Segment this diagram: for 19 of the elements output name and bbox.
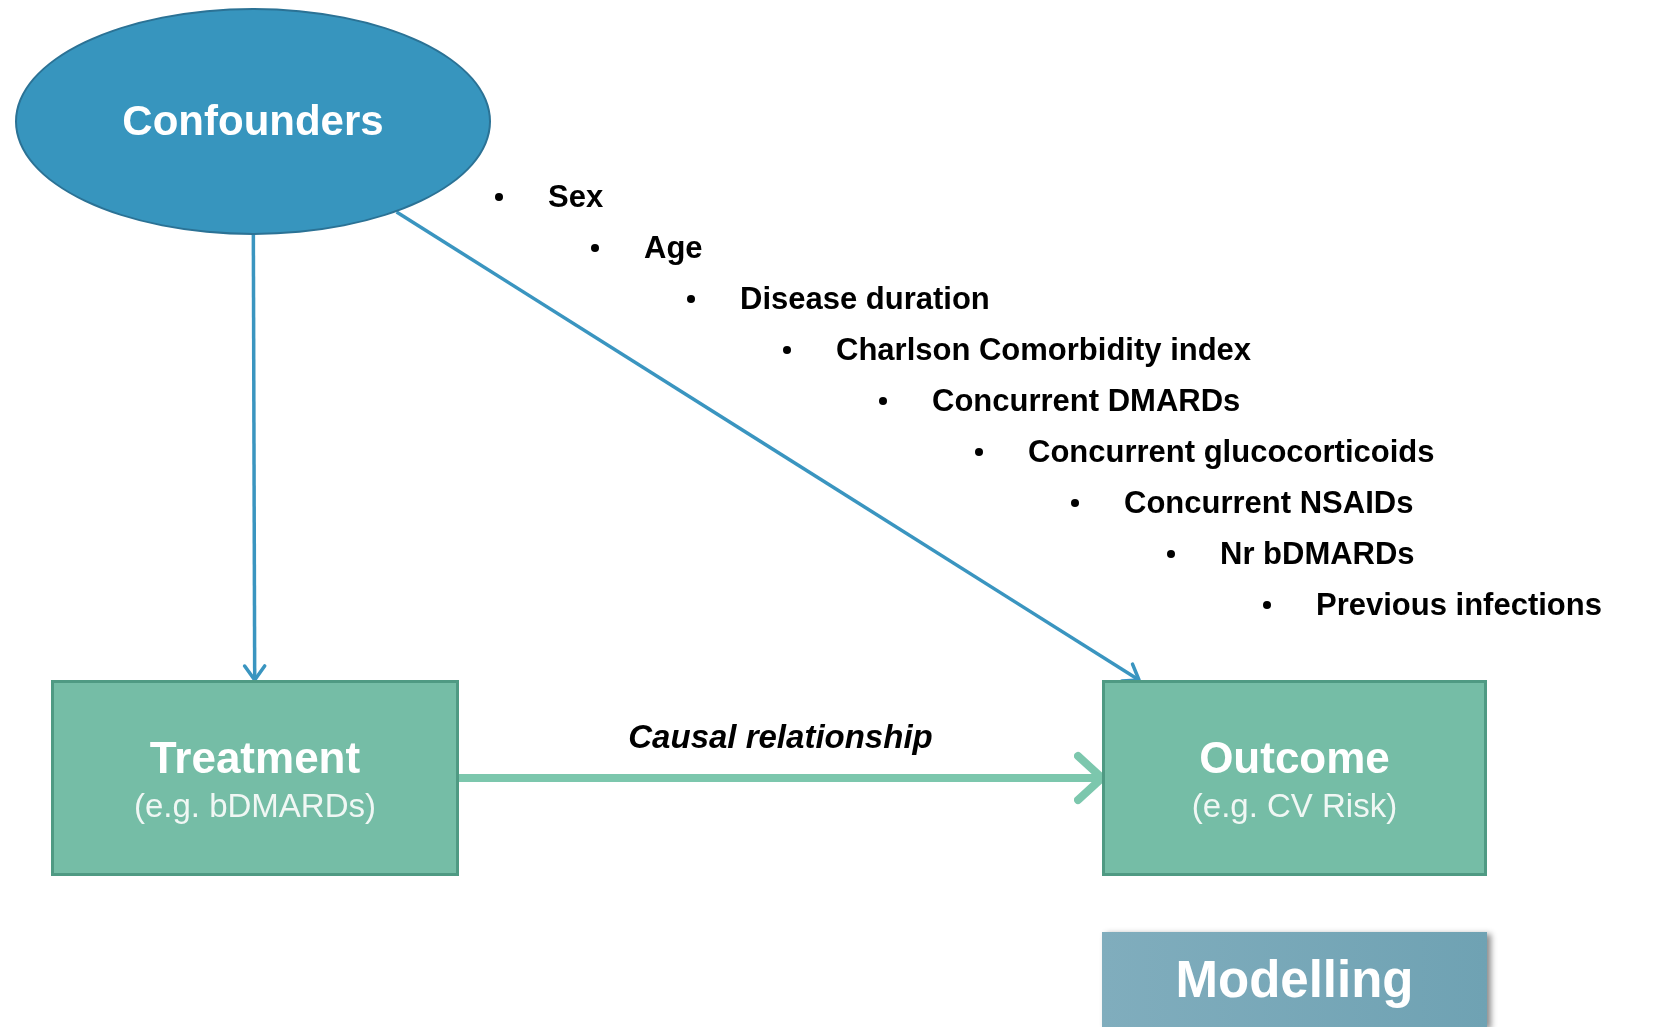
- confounder-item: Concurrent DMARDs: [932, 382, 1241, 420]
- process-box: [51, 680, 459, 876]
- confounder-item: Nr bDMARDs: [1220, 535, 1415, 573]
- confounder-item: Sex: [548, 178, 604, 216]
- confounder-item: Age: [644, 229, 703, 267]
- node-title: Modelling: [1175, 949, 1414, 1010]
- node-subtitle: (e.g. bDMARDs): [133, 785, 376, 826]
- node-subtitle: (e.g. CV Risk): [1191, 785, 1398, 826]
- confounder-item: Concurrent glucocorticoids: [1028, 433, 1435, 471]
- node-title: Outcome: [1199, 731, 1390, 784]
- confounder-item: Previous infections: [1316, 586, 1602, 624]
- modelling-panel: [1102, 932, 1487, 1027]
- process-box: [1102, 680, 1487, 876]
- confounder-item: Charlson Comorbidity index: [836, 331, 1252, 369]
- confounder-item: Disease duration: [740, 280, 990, 318]
- node-title: Confounders: [122, 96, 384, 147]
- confounder-item: Concurrent NSAIDs: [1124, 484, 1414, 522]
- arrow: [242, 235, 267, 682]
- node-title: Treatment: [149, 731, 361, 784]
